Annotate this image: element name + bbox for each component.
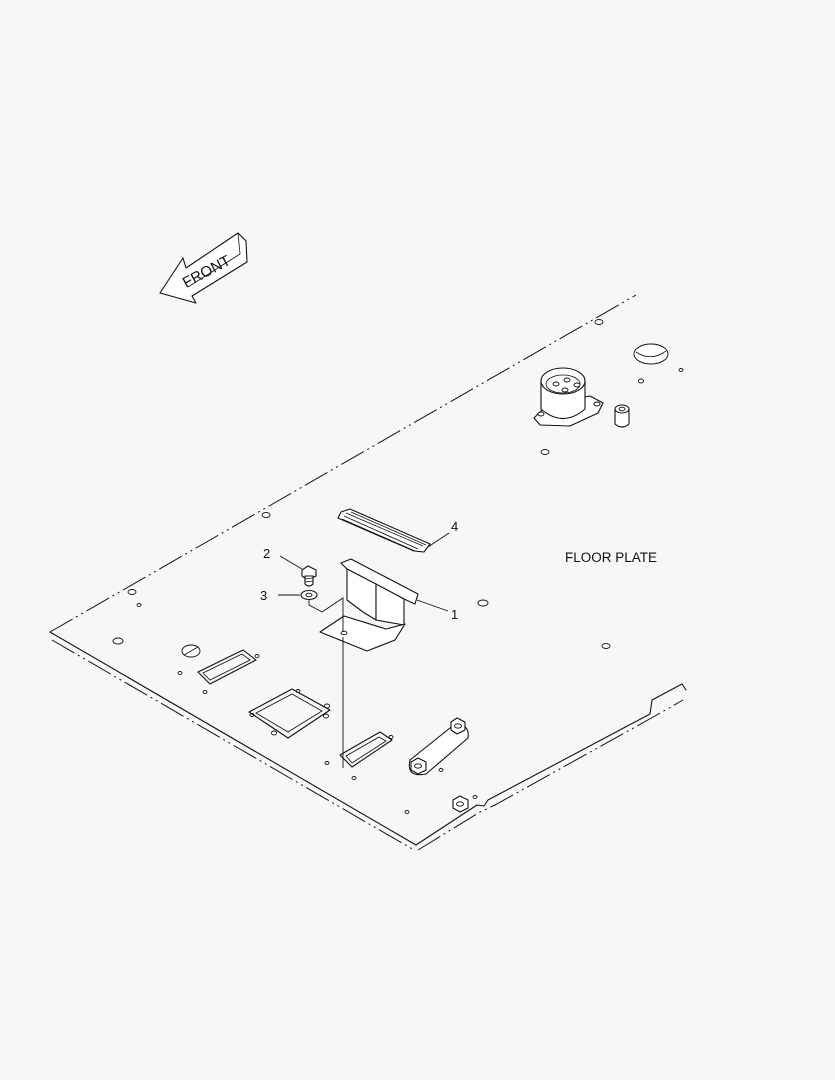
part-1-bracket bbox=[319, 558, 419, 652]
floor-plate bbox=[49, 294, 687, 851]
callout-3: 3 bbox=[260, 588, 267, 603]
front-arrow: FRONT bbox=[159, 232, 248, 304]
callouts: 2 3 4 1 bbox=[260, 519, 458, 622]
floor-cutouts bbox=[197, 649, 393, 768]
part-2-bolt bbox=[301, 565, 317, 587]
callout-1: 1 bbox=[451, 607, 458, 622]
part-4-pad bbox=[337, 508, 431, 553]
assembly-leaders bbox=[308, 597, 344, 768]
callout-2: 2 bbox=[263, 546, 270, 561]
callout-4: 4 bbox=[451, 519, 458, 534]
floor-holes bbox=[112, 319, 684, 814]
part-3-washer bbox=[300, 589, 318, 601]
round-port-flange bbox=[533, 343, 669, 428]
link-plate bbox=[408, 717, 469, 813]
assembly-title: FLOOR PLATE bbox=[565, 550, 657, 565]
